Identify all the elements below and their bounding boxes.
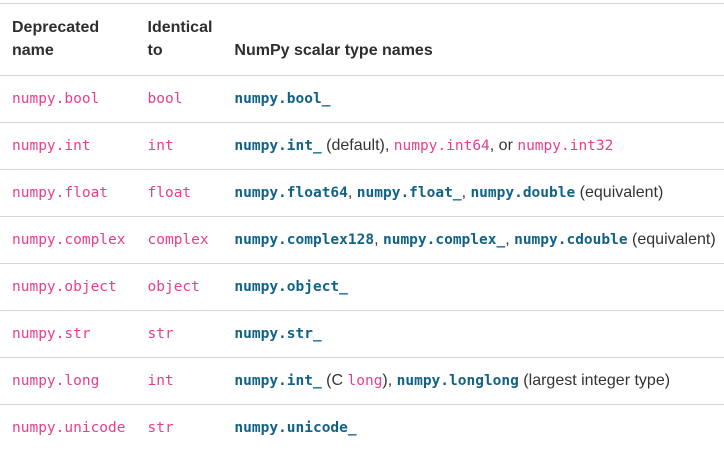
scalar-type-names-cell: numpy.float64, numpy.float_, numpy.doubl… <box>222 169 724 217</box>
table-row: numpy.bool bool numpy.bool_ <box>0 75 724 123</box>
scalar-type-code-link[interactable]: numpy.unicode_ <box>234 420 357 436</box>
plain-text: (default), <box>321 137 394 154</box>
scalar-type-code-link[interactable]: numpy.object_ <box>234 279 348 295</box>
plain-text: , <box>461 184 471 201</box>
inline-code: numpy.object <box>12 279 117 295</box>
inline-code: str <box>147 326 174 342</box>
scalar-type-names-cell: numpy.int_ (C long), numpy.longlong (lar… <box>222 357 724 405</box>
scalar-type-code-link[interactable]: numpy.complex_ <box>382 232 506 248</box>
inline-code: numpy.complex <box>12 232 126 248</box>
table-row: numpy.str str numpy.str_ <box>0 310 724 358</box>
scalar-type-code-link[interactable]: numpy.str_ <box>234 326 322 342</box>
table-header: Deprecated name Identical to NumPy scala… <box>0 3 724 76</box>
plain-text: (equivalent) <box>627 231 716 248</box>
scalar-type-code-link[interactable]: numpy.float64 <box>234 185 348 201</box>
inline-code: numpy.str <box>12 326 91 342</box>
table-row: numpy.object object numpy.object_ <box>0 263 724 311</box>
column-header-deprecated-name: Deprecated name <box>0 3 136 76</box>
identical-to-cell: str <box>135 310 223 358</box>
column-header-scalar-type-names: NumPy scalar type names <box>222 3 724 76</box>
scalar-type-names-cell: numpy.object_ <box>222 263 724 311</box>
inline-code: int <box>147 138 174 154</box>
table-row: numpy.long int numpy.int_ (C long), numpy.… <box>0 357 724 405</box>
table-row: numpy.int int numpy.int_ (default), numpy.… <box>0 122 724 170</box>
scalar-type-code-link[interactable]: numpy.int_ <box>234 138 322 154</box>
identical-to-cell: bool <box>135 75 223 123</box>
scalar-type-names-cell: numpy.int_ (default), numpy.int64, or nu… <box>222 122 724 170</box>
inline-code: str <box>147 420 174 436</box>
plain-text: , <box>374 231 383 248</box>
plain-text: , <box>347 184 357 201</box>
scalar-type-names-cell: numpy.bool_ <box>222 75 724 123</box>
scalar-type-code-link[interactable]: numpy.double <box>470 185 576 201</box>
deprecated-name-cell: numpy.unicode <box>0 405 136 452</box>
identical-to-cell: object <box>135 263 223 311</box>
inline-code: numpy.float <box>12 185 109 201</box>
scalar-type-code-link[interactable]: numpy.complex128 <box>234 232 375 248</box>
deprecated-name-cell: numpy.object <box>0 263 136 311</box>
inline-code: numpy.unicode <box>12 420 126 436</box>
identical-to-cell: float <box>135 169 223 217</box>
inline-code: object <box>147 279 200 295</box>
deprecated-name-cell: numpy.int <box>0 122 136 170</box>
inline-code: numpy.int64 <box>393 138 490 154</box>
scalar-type-code-link[interactable]: numpy.longlong <box>396 373 519 389</box>
plain-text: , <box>505 231 515 248</box>
inline-code: long <box>347 373 383 389</box>
table-row: numpy.unicode str numpy.unicode_ <box>0 405 724 452</box>
deprecated-aliases-table: Deprecated name Identical to NumPy scala… <box>0 3 724 451</box>
deprecated-name-cell: numpy.bool <box>0 75 136 123</box>
inline-code: numpy.int <box>12 138 91 154</box>
scalar-type-code-link[interactable]: numpy.int_ <box>234 373 322 389</box>
table-row: numpy.float float numpy.float64, numpy.flo… <box>0 169 724 217</box>
column-header-identical-to: Identical to <box>135 3 223 76</box>
deprecated-name-cell: numpy.str <box>0 310 136 358</box>
scalar-type-code-link[interactable]: numpy.bool_ <box>234 91 331 107</box>
plain-text: (largest integer type) <box>518 372 671 389</box>
identical-to-cell: int <box>135 357 223 405</box>
identical-to-cell: complex <box>135 216 223 264</box>
deprecated-name-cell: numpy.float <box>0 169 136 217</box>
inline-code: numpy.long <box>12 373 100 389</box>
scalar-type-names-cell: numpy.unicode_ <box>222 405 724 452</box>
scalar-type-names-cell: numpy.complex128, numpy.complex_, numpy.… <box>222 216 724 264</box>
identical-to-cell: int <box>135 122 223 170</box>
inline-code: complex <box>147 232 209 248</box>
inline-code: int <box>147 373 174 389</box>
plain-text: , or <box>489 137 518 154</box>
plain-text: (C <box>321 372 348 389</box>
deprecated-name-cell: numpy.long <box>0 357 136 405</box>
scalar-type-code-link[interactable]: numpy.float_ <box>356 185 462 201</box>
scalar-type-names-cell: numpy.str_ <box>222 310 724 358</box>
identical-to-cell: str <box>136 405 223 452</box>
table-header-row: Deprecated name Identical to NumPy scala… <box>0 3 724 76</box>
inline-code: float <box>147 185 192 201</box>
inline-code: numpy.int32 <box>517 138 614 154</box>
plain-text: ), <box>382 372 397 389</box>
plain-text: (equivalent) <box>575 184 664 201</box>
deprecated-name-cell: numpy.complex <box>0 216 136 264</box>
inline-code: numpy.bool <box>12 91 100 107</box>
scalar-type-code-link[interactable]: numpy.cdouble <box>514 232 628 248</box>
table-row: numpy.complex complex numpy.complex128, nu… <box>0 216 724 264</box>
inline-code: bool <box>147 91 183 107</box>
